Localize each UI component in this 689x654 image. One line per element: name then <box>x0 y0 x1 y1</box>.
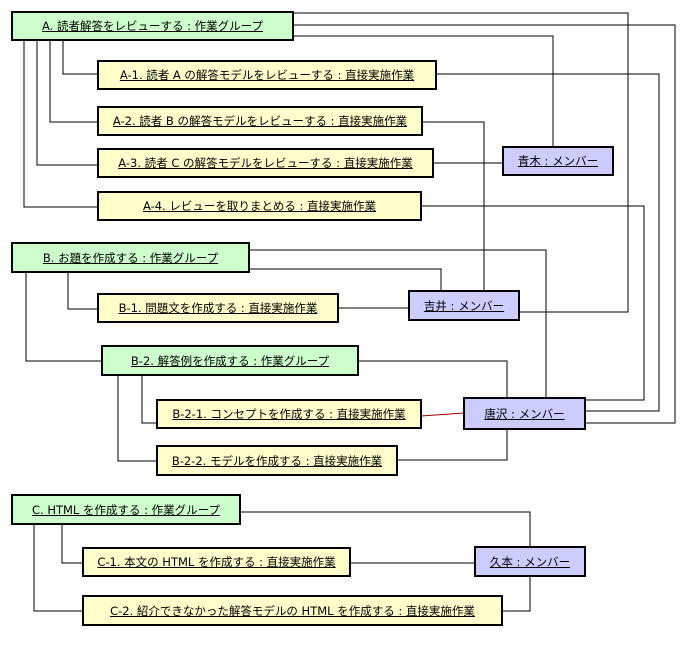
group-b-label: B. お題を作成する : 作業グループ <box>42 250 219 265</box>
member-karasawa[interactable]: 唐沢 : メンバー <box>463 397 586 430</box>
task-c1-label: C-1. 本文の HTML を作成する : 直接実施作業 <box>97 555 336 569</box>
group-b2-label: B-2. 解答例を作成する : 作業グループ <box>130 353 330 368</box>
task-c2-label: C-2. 紹介できなかった解答モデルの HTML を作成する : 直接実施作業 <box>110 603 475 618</box>
task-c1[interactable]: C-1. 本文の HTML を作成する : 直接実施作業 <box>82 547 351 577</box>
task-a2[interactable]: A-2. 読者 B の解答モデルをレビューする : 直接実施作業 <box>97 106 423 136</box>
member-yoshii-label: 吉井 : メンバー <box>423 298 505 313</box>
link-a-a2 <box>49 40 98 123</box>
link-b22-karasawa <box>397 430 508 461</box>
group-a[interactable]: A. 読者解答をレビューする : 作業グループ <box>11 11 294 41</box>
task-b22-label: B-2-2. モデルを作成する : 直接実施作業 <box>171 453 383 468</box>
link-c2-kumoto <box>502 577 531 612</box>
member-aoki-label: 青木 : メンバー <box>517 154 599 168</box>
link-a1-karasawa <box>436 73 660 412</box>
member-aoki[interactable]: 青木 : メンバー <box>502 146 614 176</box>
link-b-karasawa <box>249 249 547 398</box>
task-a4[interactable]: A-4. レビューを取りまとめる : 直接実施作業 <box>97 191 422 221</box>
group-b2[interactable]: B-2. 解答例を作成する : 作業グループ <box>101 345 359 376</box>
link-a-a4 <box>23 40 98 208</box>
link-a-yoshii <box>293 12 629 313</box>
group-c[interactable]: C. HTML を作成する : 作業グループ <box>11 494 241 525</box>
task-a1[interactable]: A-1. 読者 A の解答モデルをレビューする : 直接実施作業 <box>97 60 437 90</box>
task-a3-label: A-3. 読者 C の解答モデルをレビューする : 直接実施作業 <box>118 156 413 170</box>
group-c-label: C. HTML を作成する : 作業グループ <box>32 502 220 517</box>
member-kumoto[interactable]: 久本 : メンバー <box>474 546 586 577</box>
group-a-label: A. 読者解答をレビューする : 作業グループ <box>42 19 263 33</box>
member-yoshii[interactable]: 吉井 : メンバー <box>408 290 520 321</box>
link-a4-karasawa <box>421 205 645 401</box>
group-b[interactable]: B. お題を作成する : 作業グループ <box>11 242 250 273</box>
member-kumoto-label: 久本 : メンバー <box>489 554 571 569</box>
link-a-a3 <box>36 40 98 166</box>
task-a4-label: A-4. レビューを取りまとめる : 直接実施作業 <box>142 199 377 213</box>
link-c-kumoto <box>240 511 531 547</box>
link-b-b1 <box>67 273 98 310</box>
link-b2-b21 <box>141 376 157 424</box>
link-c-c1 <box>61 525 83 564</box>
link-c-c2 <box>33 525 83 612</box>
task-b22[interactable]: B-2-2. モデルを作成する : 直接実施作業 <box>156 445 398 476</box>
link-a-aoki <box>293 35 554 147</box>
link-b21-karasawa <box>420 412 465 417</box>
link-a2-yoshii <box>422 121 485 291</box>
task-b21[interactable]: B-2-1. コンセプトを作成する : 直接実施作業 <box>156 399 422 429</box>
link-a-karasawa <box>293 24 676 424</box>
link-b-b2 <box>25 273 102 362</box>
member-karasawa-label: 唐沢 : メンバー <box>484 406 565 421</box>
link-a-a1 <box>62 40 98 75</box>
link-b-yoshii <box>249 268 442 291</box>
task-b1-label: B-1. 問題文を作成する : 直接実施作業 <box>118 301 318 315</box>
task-b21-label: B-2-1. コンセプトを作成する : 直接実施作業 <box>172 407 406 421</box>
task-a2-label: A-2. 読者 B の解答モデルをレビューする : 直接実施作業 <box>112 114 408 128</box>
link-b2-karasawa <box>358 360 508 398</box>
task-b1[interactable]: B-1. 問題文を作成する : 直接実施作業 <box>97 293 339 323</box>
task-a1-label: A-1. 読者 A の解答モデルをレビューする : 直接実施作業 <box>119 68 415 82</box>
task-c2[interactable]: C-2. 紹介できなかった解答モデルの HTML を作成する : 直接実施作業 <box>82 595 503 626</box>
link-b2-b22 <box>117 376 157 462</box>
task-a3[interactable]: A-3. 読者 C の解答モデルをレビューする : 直接実施作業 <box>97 148 434 178</box>
